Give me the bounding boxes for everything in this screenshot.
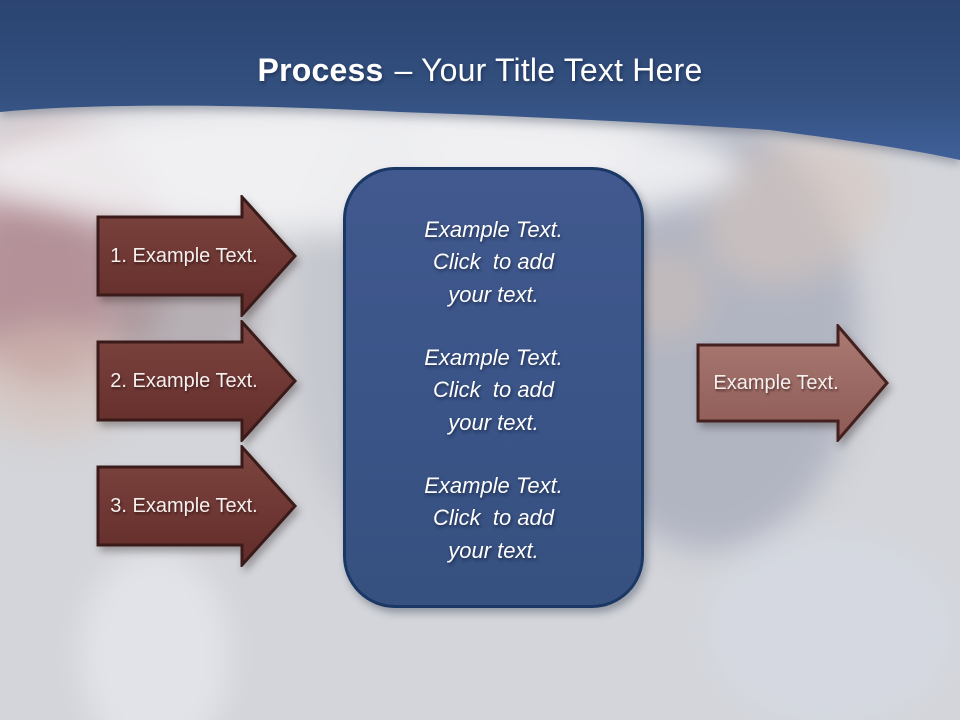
center-text-panel[interactable]: Example Text. Click to add your text. Ex…: [343, 167, 644, 608]
arrow-right-shape: [96, 195, 298, 317]
title-rest: – Your Title Text Here: [394, 52, 703, 88]
panel-paragraph-2: Example Text. Click to add your text.: [424, 345, 563, 435]
title-keyword: Process: [257, 52, 384, 88]
arrow-right-shape: [696, 324, 889, 442]
bg-blob-light-blue: [700, 530, 960, 720]
arrow-label: Example Text.: [713, 371, 839, 394]
arrow-right-shape: [96, 445, 298, 567]
panel-paragraph-3: Example Text. Click to add your text.: [424, 473, 563, 563]
process-step-arrow-3[interactable]: 3. Example Text.: [96, 445, 298, 567]
bg-blob-white-band: [80, 550, 230, 720]
process-step-arrow-1[interactable]: 1. Example Text.: [96, 195, 298, 317]
arrow-right-shape: [96, 320, 298, 442]
slide-title: Process – Your Title Text Here: [0, 54, 960, 86]
process-step-arrow-2[interactable]: 2. Example Text.: [96, 320, 298, 442]
arrow-label: 2. Example Text.: [110, 369, 258, 392]
arrow-label: 3. Example Text.: [110, 494, 258, 517]
header-wave: [0, 0, 960, 160]
arrow-label: 1. Example Text.: [110, 244, 258, 267]
panel-paragraph-1: Example Text. Click to add your text.: [424, 217, 563, 307]
output-arrow[interactable]: Example Text.: [696, 324, 890, 442]
